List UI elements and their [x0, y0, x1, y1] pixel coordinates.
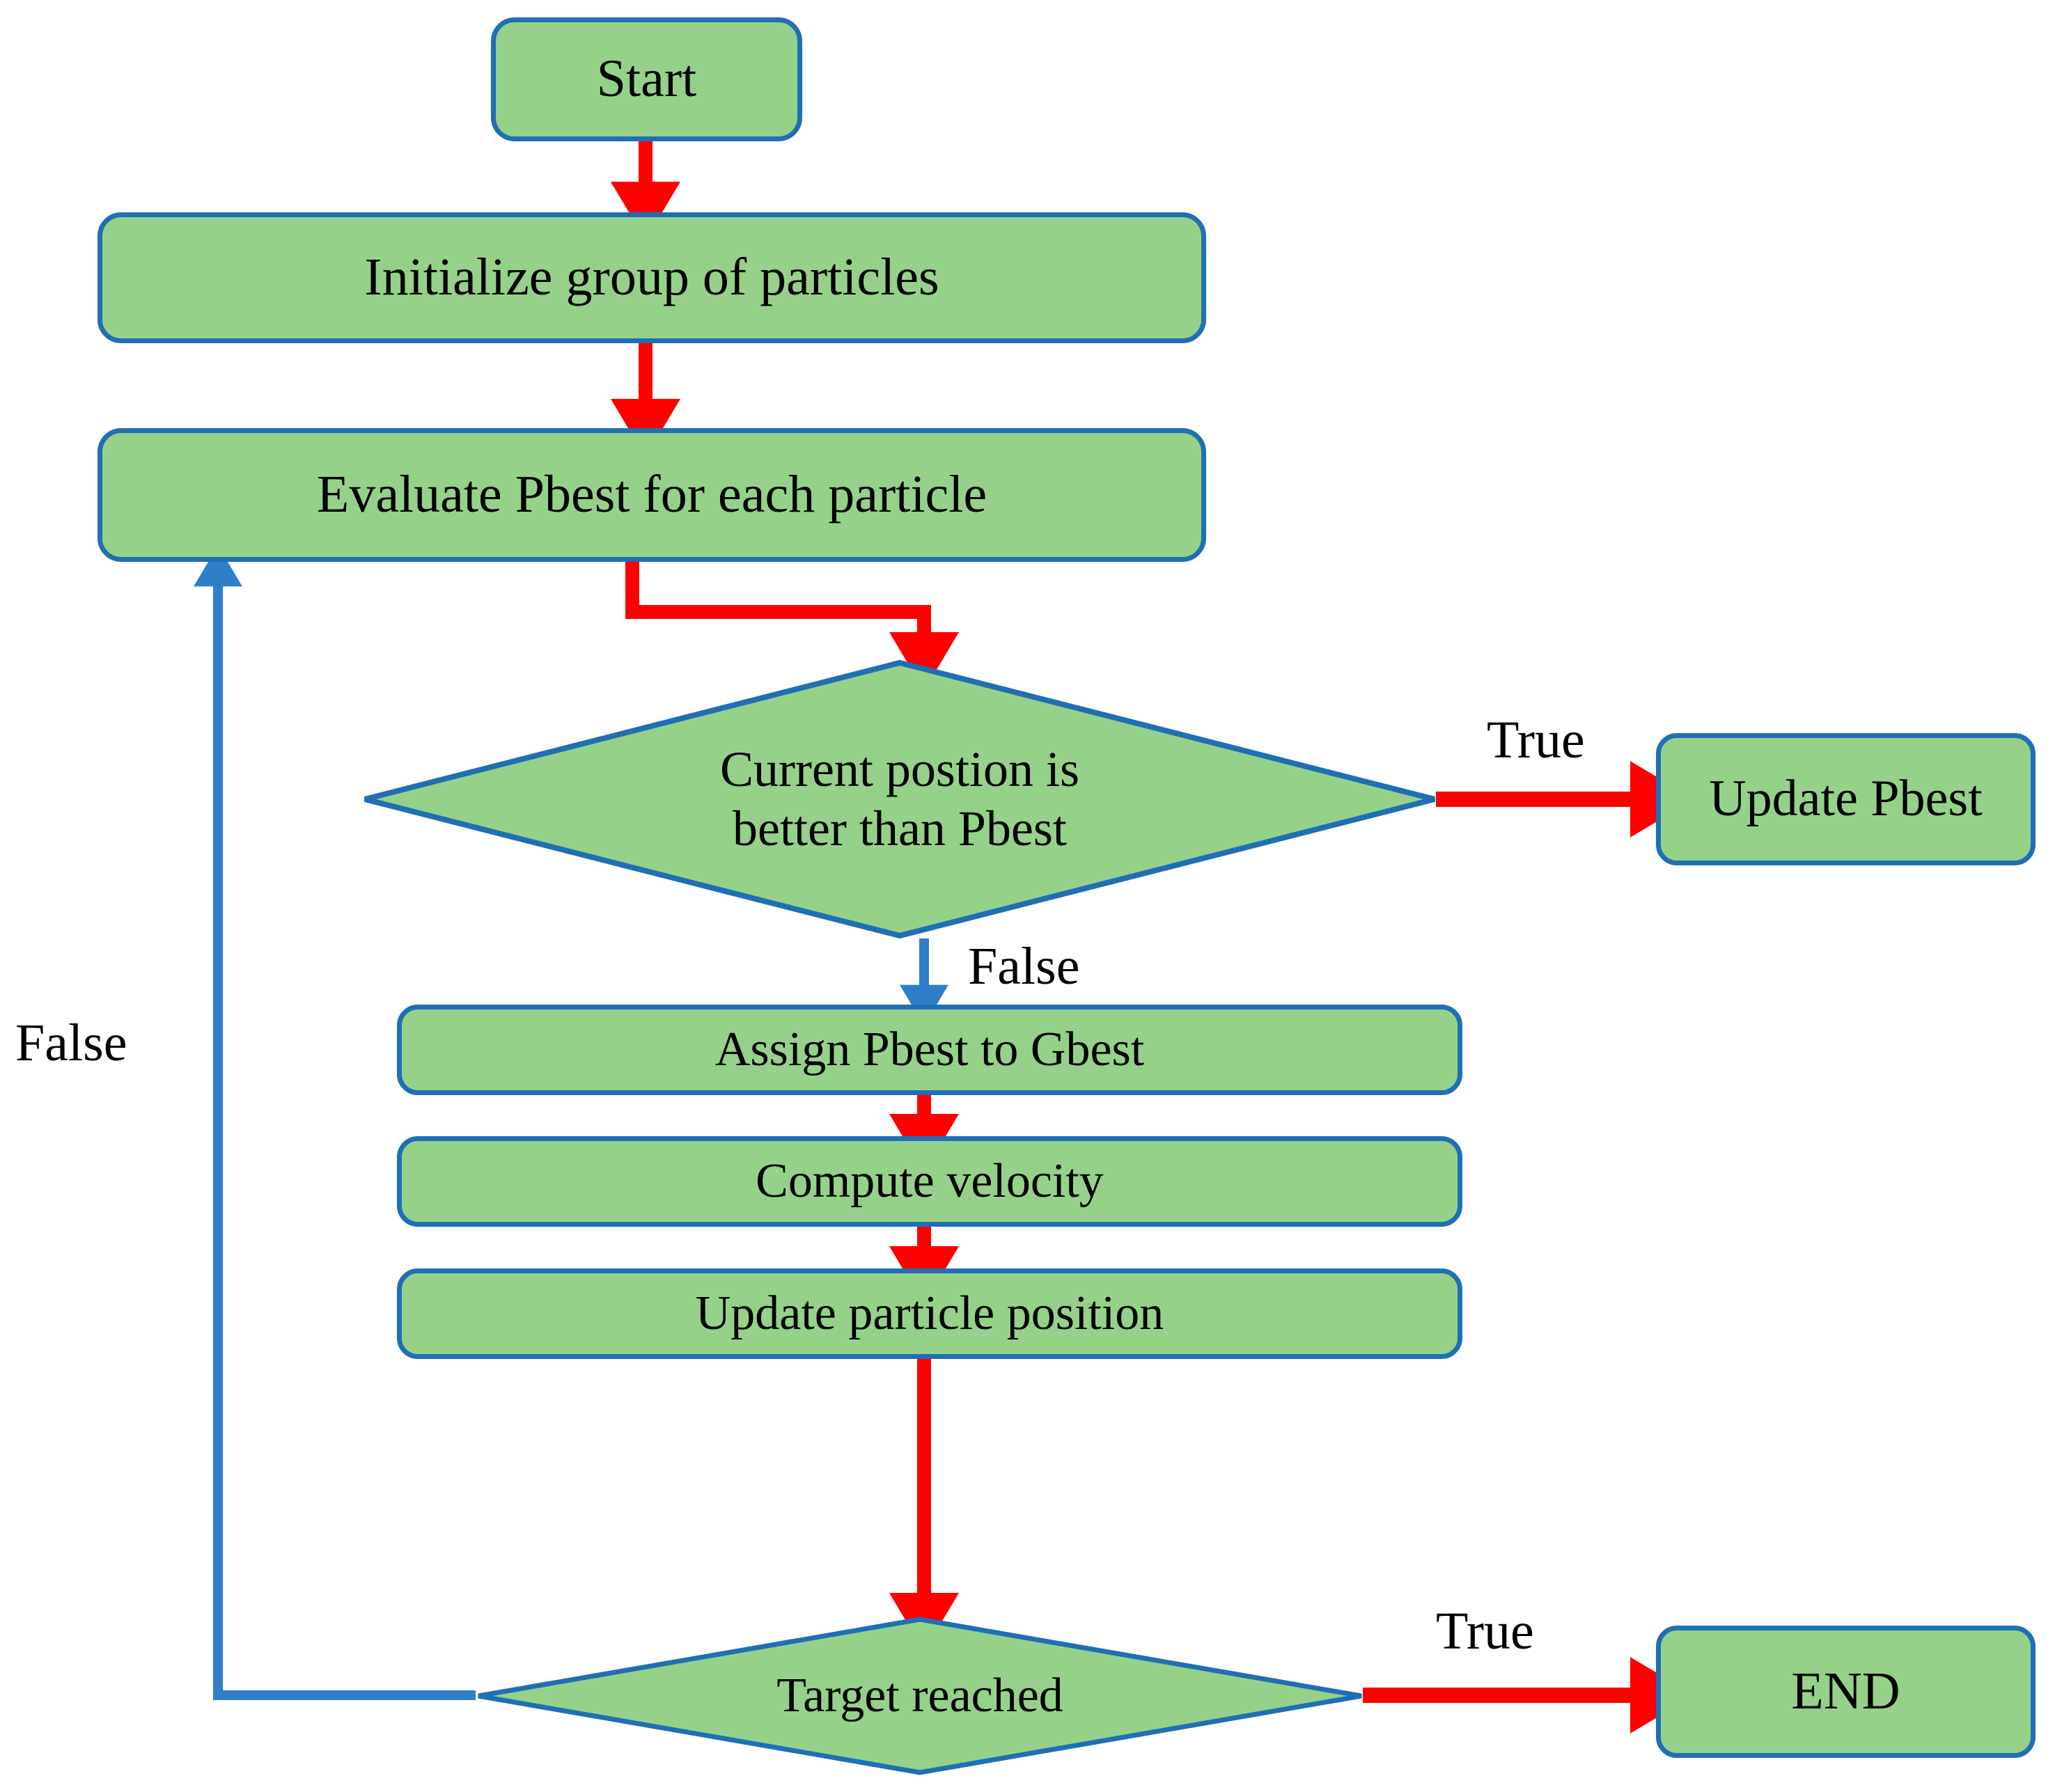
arrow-evaluate-to-decision-position: [625, 562, 959, 691]
edge-label-target-false: False: [15, 1014, 127, 1072]
node-decision-position-line1: Current postion is: [719, 741, 1079, 798]
node-start[interactable]: Start: [491, 17, 802, 141]
node-decision-target-text: Target reached: [776, 1668, 1063, 1722]
edge-label-position-true: True: [1487, 711, 1585, 769]
node-end-label: END: [1791, 1662, 1900, 1721]
node-start-label: Start: [596, 49, 697, 109]
node-assign-gbest-label: Assign Pbest to Gbest: [714, 1022, 1145, 1076]
node-update-pbest-label: Update Pbest: [1709, 770, 1983, 828]
node-initialize-label: Initialize group of particles: [364, 248, 939, 307]
node-decision-target-reached[interactable]: Target reached: [476, 1617, 1364, 1775]
node-update-particle-position[interactable]: Update particle position: [397, 1268, 1462, 1359]
node-evaluate-label: Evaluate Pbest for each particle: [316, 465, 987, 524]
node-update-pbest[interactable]: Update Pbest: [1656, 733, 2036, 865]
edge-label-position-false: False: [968, 937, 1080, 996]
node-compute-velocity-label: Compute velocity: [756, 1154, 1104, 1208]
node-decision-current-position-better[interactable]: Current postion is better than Pbest: [362, 660, 1437, 938]
node-decision-position-line2: better than Pbest: [733, 801, 1067, 856]
node-update-position-label: Update particle position: [695, 1286, 1164, 1340]
diamond-shape: [364, 660, 1435, 938]
edge-label-target-true: True: [1436, 1602, 1534, 1660]
node-decision-position-text: Current postion is better than Pbest: [513, 740, 1287, 858]
diamond-shape: [478, 1617, 1362, 1775]
node-initialize-group-of-particles[interactable]: Initialize group of particles: [97, 212, 1206, 343]
node-compute-velocity[interactable]: Compute velocity: [397, 1136, 1462, 1227]
node-assign-pbest-to-gbest[interactable]: Assign Pbest to Gbest: [397, 1005, 1462, 1095]
node-evaluate-pbest[interactable]: Evaluate Pbest for each particle: [97, 428, 1206, 562]
node-end[interactable]: END: [1656, 1626, 2036, 1758]
arrow-decision-target-false-to-evaluate: [194, 545, 476, 1700]
